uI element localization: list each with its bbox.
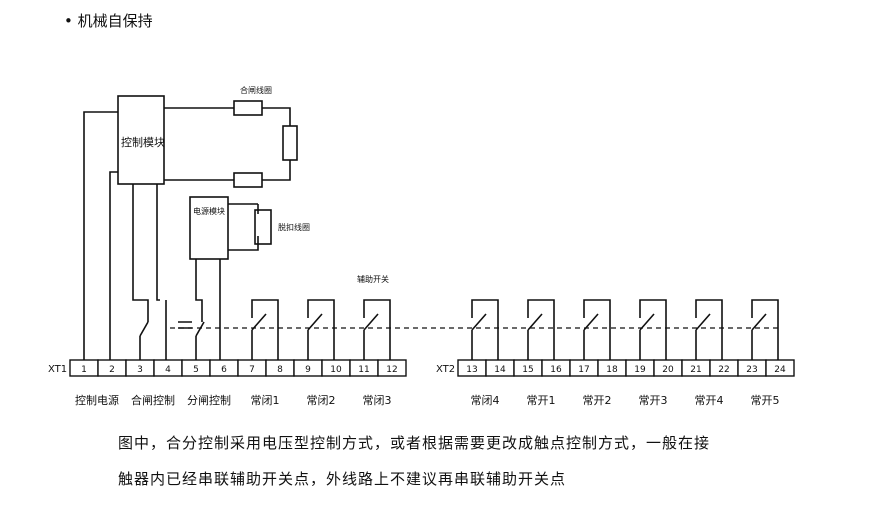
terminal-number: 13 bbox=[466, 365, 477, 375]
terminal-function-label: 常闭3 bbox=[363, 394, 392, 407]
terminal-function-label: 常闭2 bbox=[307, 394, 336, 407]
close-coil-bottom bbox=[233, 172, 263, 188]
terminal-block-xt2: 13 14 15 16 17 18 19 20 21 22 23 24 bbox=[457, 359, 795, 377]
wires bbox=[83, 95, 779, 360]
capacitor bbox=[178, 321, 192, 329]
terminal-number: 20 bbox=[662, 365, 674, 375]
close-coil-label: 合闸线圈 bbox=[240, 85, 272, 95]
terminal-number: 22 bbox=[718, 365, 729, 375]
terminal-cell bbox=[377, 359, 407, 377]
terminal-number: 23 bbox=[746, 365, 757, 375]
terminal-cell bbox=[765, 359, 795, 377]
terminal-number: 3 bbox=[137, 365, 143, 375]
terminal-function-labels: 控制电源合闸控制分闸控制 常闭1 常闭2 常闭3 常闭4 常开1 常开2 常开3 常开4 常开5 bbox=[75, 393, 780, 407]
wire-t4 bbox=[156, 184, 160, 301]
terminal-number: 12 bbox=[386, 365, 397, 375]
terminal-number: 16 bbox=[550, 365, 562, 375]
wire-t1 bbox=[83, 111, 118, 360]
terminal-number: 18 bbox=[606, 365, 618, 375]
terminal-number: 1 bbox=[81, 365, 87, 375]
close-coil-top bbox=[233, 100, 263, 116]
terminal-number: 11 bbox=[358, 365, 369, 375]
close-coil-right bbox=[282, 125, 298, 161]
wire-trip-coil bbox=[228, 203, 259, 251]
terminal-number: 2 bbox=[109, 365, 115, 375]
terminal-function-label: 合闸控制 bbox=[131, 393, 175, 407]
wire-close-coil-right bbox=[262, 107, 291, 126]
trip-coil bbox=[254, 209, 272, 245]
terminal-number: 14 bbox=[494, 365, 506, 375]
aux-contact-7 bbox=[639, 299, 667, 360]
terminal-function-label: 控制电源 bbox=[75, 393, 119, 407]
wire-t5 bbox=[195, 259, 203, 322]
terminal-number: 9 bbox=[305, 365, 311, 375]
aux-contact-4 bbox=[471, 299, 499, 360]
aux-contact-9 bbox=[751, 299, 779, 360]
terminal-number: 7 bbox=[249, 365, 255, 375]
terminal-number: 10 bbox=[330, 365, 342, 375]
terminal-number: 21 bbox=[690, 365, 701, 375]
wire-close-coil-bottom bbox=[262, 160, 291, 181]
terminal-number: 19 bbox=[634, 365, 646, 375]
aux-contact-3 bbox=[363, 299, 391, 360]
power-module-box bbox=[189, 196, 229, 260]
aux-contact-1 bbox=[251, 299, 279, 360]
terminal-function-label: 常开1 bbox=[527, 394, 556, 407]
terminal-function-label: 分闸控制 bbox=[187, 393, 231, 407]
aux-contact-6 bbox=[583, 299, 611, 360]
aux-contact-5 bbox=[527, 299, 555, 360]
control-module-label: 控制模块 bbox=[121, 135, 165, 149]
terminal-function-label: 常闭4 bbox=[471, 394, 500, 407]
caption-line-1: 图中，合分控制采用电压型控制方式，或者根据需要更改成触点控制方式，一般在接 bbox=[118, 434, 711, 452]
terminal-function-label: 常闭1 bbox=[251, 394, 280, 407]
xt2-label: XT2 bbox=[436, 364, 455, 375]
open-switch bbox=[195, 321, 205, 337]
terminal-number: 8 bbox=[277, 365, 283, 375]
terminal-function-label: 常开3 bbox=[639, 394, 668, 407]
terminal-function-label: 常开4 bbox=[695, 394, 724, 407]
control-module-box bbox=[117, 95, 165, 185]
aux-contact-8 bbox=[695, 299, 723, 360]
terminal-number: 6 bbox=[221, 365, 227, 375]
trip-coil-label: 脱扣线圈 bbox=[278, 222, 310, 232]
terminal-number: 4 bbox=[165, 365, 171, 375]
caption-line-2: 触器内已经串联辅助开关点，外线路上不建议再串联辅助开关点 bbox=[118, 470, 567, 488]
wire-t2 bbox=[109, 171, 118, 360]
xt1-label: XT1 bbox=[48, 364, 67, 375]
terminal-function-label: 常开5 bbox=[751, 394, 780, 407]
terminal-number: 24 bbox=[774, 365, 786, 375]
aux-switch-label: 辅助开关 bbox=[357, 274, 389, 284]
power-module-label: 电源模块 bbox=[193, 206, 225, 216]
close-switch bbox=[139, 321, 149, 337]
page-title: • 机械自保持 bbox=[64, 12, 153, 30]
terminal-number: 15 bbox=[522, 365, 533, 375]
aux-contact-2 bbox=[307, 299, 335, 360]
terminal-function-label: 常开2 bbox=[583, 394, 612, 407]
terminal-number: 17 bbox=[578, 365, 589, 375]
wire-t3 bbox=[132, 184, 149, 322]
terminal-number: 5 bbox=[193, 365, 199, 375]
